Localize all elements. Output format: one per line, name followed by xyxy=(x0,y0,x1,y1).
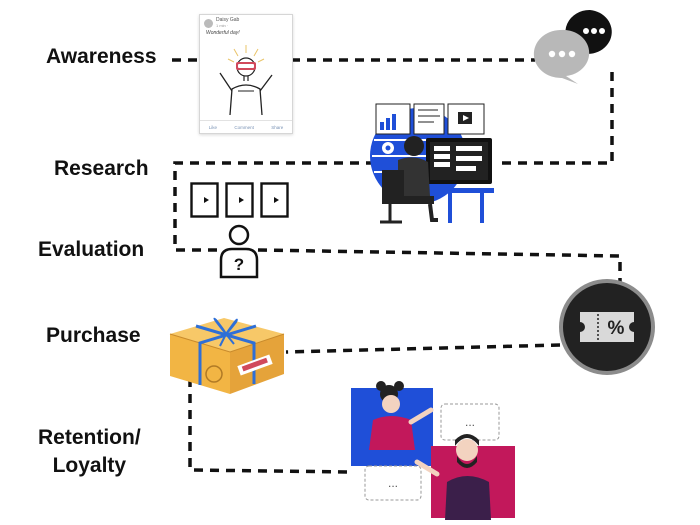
analyst-desk-illustration xyxy=(370,103,494,224)
question-person-icon: ? xyxy=(219,224,259,279)
stage-label-retention-line1: Retention/ xyxy=(38,426,141,449)
stage-label-purchase: Purchase xyxy=(46,324,141,347)
speech-bubbles-icon xyxy=(533,9,612,85)
chat-bubble-dots-2: ... xyxy=(388,476,398,490)
avatar xyxy=(204,19,213,28)
post-action-like: Like xyxy=(208,124,217,130)
chatting-people-illustration: ... ... xyxy=(351,381,515,520)
post-action-share: Share xyxy=(271,124,284,130)
post-actions: Like Comment Share xyxy=(200,120,292,133)
chat-bubble-dots-1: ... xyxy=(465,415,475,429)
coupon-icon: % xyxy=(559,279,655,375)
stage-label-research: Research xyxy=(54,157,149,180)
stage-label-evaluation: Evaluation xyxy=(38,238,145,261)
svg-text:?: ? xyxy=(234,255,244,274)
social-post-card: Daisy Gab 1 min · Wonderful day! Like Co… xyxy=(199,14,293,134)
post-caption: Wonderful day! xyxy=(206,30,240,36)
stage-label-retention-line2: Loyalty xyxy=(52,454,127,477)
post-action-comment: Comment xyxy=(234,124,254,130)
vr-person-illustration xyxy=(219,45,273,116)
document-icon-1 xyxy=(190,182,219,218)
stage-label-awareness: Awareness xyxy=(46,45,157,68)
stage-label-retention: Retention/ Loyalty xyxy=(38,424,141,480)
post-meta: 1 min · xyxy=(216,23,229,28)
document-icon-2 xyxy=(225,182,254,218)
post-author: Daisy Gab xyxy=(216,17,240,23)
gift-box-illustration xyxy=(169,317,285,394)
document-icon-3 xyxy=(260,182,289,218)
coupon-symbol: % xyxy=(608,318,625,339)
